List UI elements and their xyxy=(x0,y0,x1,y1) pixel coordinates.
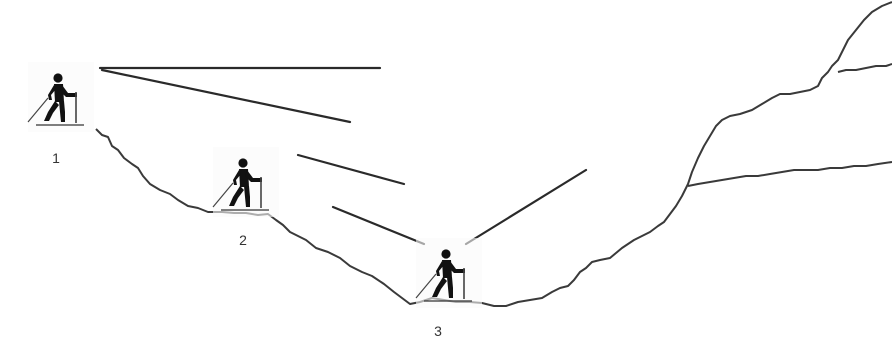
upper-ridge-line xyxy=(838,64,892,72)
lower-ridge-line xyxy=(688,162,892,186)
hiker-label-3: 3 xyxy=(434,323,442,339)
hiker-label-1: 1 xyxy=(52,150,60,166)
sight-line-3a xyxy=(333,207,424,244)
hiker-label-2: 2 xyxy=(239,232,247,248)
hiker-1 xyxy=(28,62,94,132)
sight-line-1b xyxy=(102,70,350,122)
hiker-3 xyxy=(416,238,482,308)
sight-line-2 xyxy=(298,155,404,184)
sight-lines xyxy=(100,68,586,244)
hiker-2 xyxy=(213,147,279,217)
sight-line-3b xyxy=(466,170,586,244)
